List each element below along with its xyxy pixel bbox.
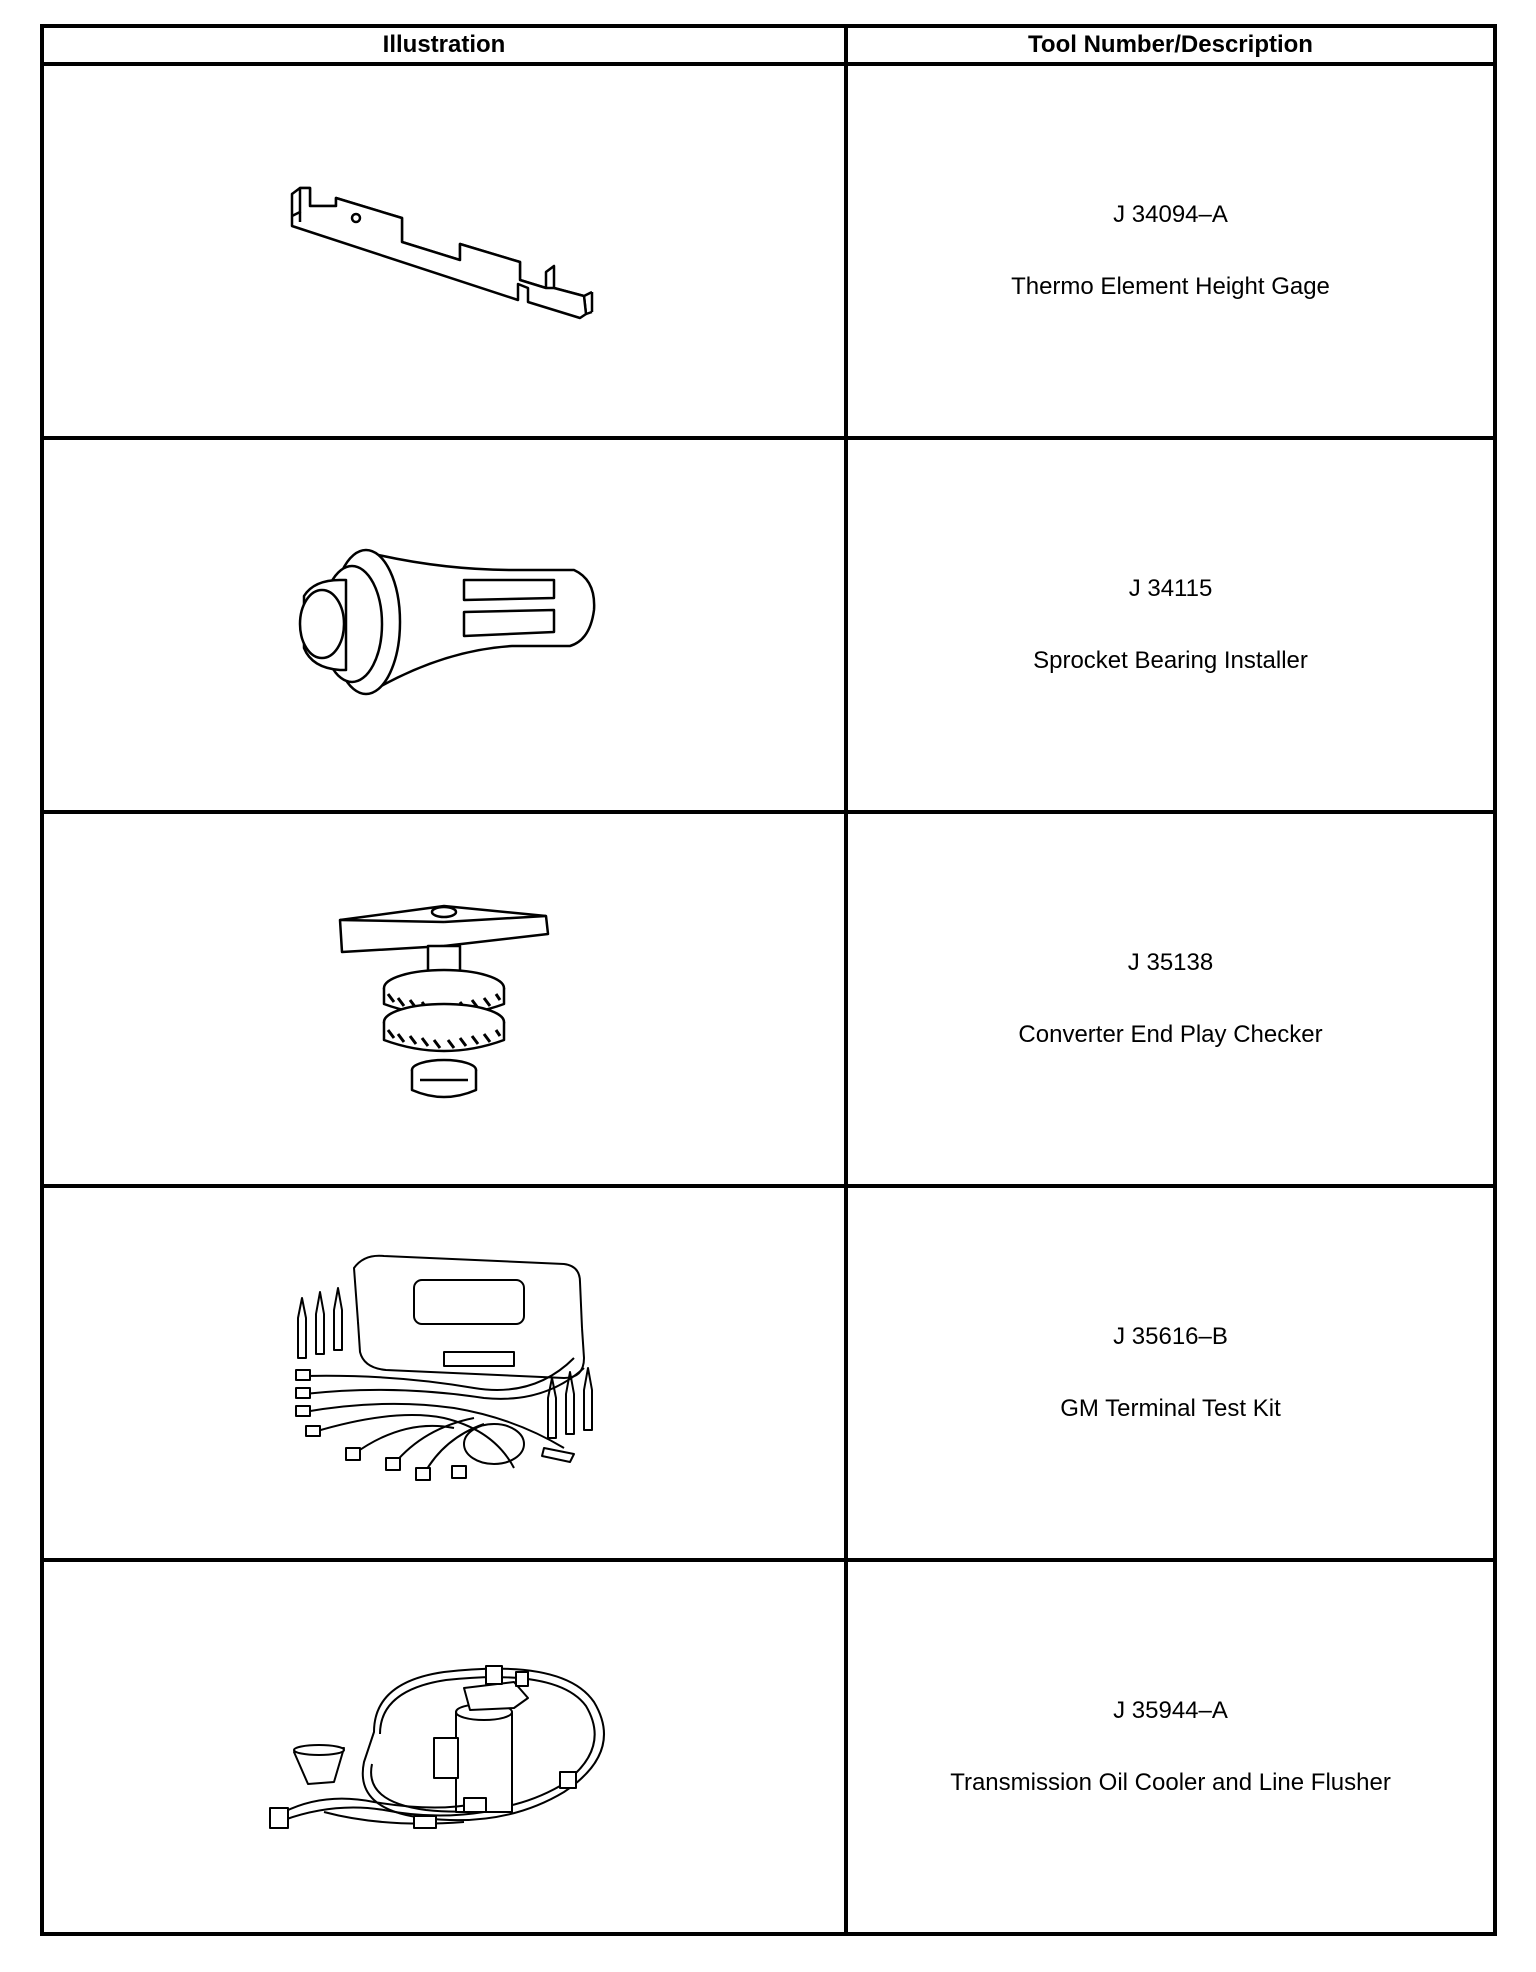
description-cell: J 34115 Sprocket Bearing Installer xyxy=(844,436,1497,814)
tool-table: Illustration Tool Number/Description J xyxy=(40,24,1497,1936)
tool-description: Thermo Element Height Gage xyxy=(1011,273,1330,300)
oil-cooler-flusher-icon xyxy=(269,1665,605,1829)
header-illustration: Illustration xyxy=(40,24,848,66)
end-play-checker-icon xyxy=(338,904,550,1099)
terminal-test-kit-icon xyxy=(295,1254,593,1481)
tool-number: J 34094–A xyxy=(1113,201,1228,228)
tool-description: Converter End Play Checker xyxy=(1018,1021,1323,1048)
tool-description: GM Terminal Test Kit xyxy=(1060,1395,1281,1422)
table-row: J 35138 Converter End Play Checker xyxy=(40,810,1497,1188)
description-cell: J 35616–B GM Terminal Test Kit xyxy=(844,1184,1497,1562)
tool-number: J 34115 xyxy=(1128,575,1213,602)
table-row: J 34094–A Thermo Element Height Gage xyxy=(40,62,1497,440)
tool-description: Sprocket Bearing Installer xyxy=(1033,647,1308,674)
table-row: J 35616–B GM Terminal Test Kit xyxy=(40,1184,1497,1562)
illustration-cell xyxy=(40,62,848,440)
illustration-cell xyxy=(40,436,848,814)
tool-number: J 35944–A xyxy=(1113,1697,1228,1724)
illustration-cell xyxy=(40,810,848,1188)
illustration-cell xyxy=(40,1184,848,1562)
table-row: J 35944–A Transmission Oil Cooler and Li… xyxy=(40,1558,1497,1936)
table-header-row: Illustration Tool Number/Description xyxy=(40,24,1497,66)
header-tool-number-description: Tool Number/Description xyxy=(844,24,1497,66)
description-cell: J 35944–A Transmission Oil Cooler and Li… xyxy=(844,1558,1497,1936)
tool-number: J 35138 xyxy=(1127,949,1214,976)
tool-number: J 35616–B xyxy=(1113,1323,1228,1350)
description-cell: J 34094–A Thermo Element Height Gage xyxy=(844,62,1497,440)
illustration-cell xyxy=(40,1558,848,1936)
height-gage-icon xyxy=(290,186,594,320)
table-row: J 34115 Sprocket Bearing Installer xyxy=(40,436,1497,814)
description-cell: J 35138 Converter End Play Checker xyxy=(844,810,1497,1188)
tool-description: Transmission Oil Cooler and Line Flusher xyxy=(950,1769,1391,1796)
bearing-installer-icon xyxy=(298,548,596,696)
